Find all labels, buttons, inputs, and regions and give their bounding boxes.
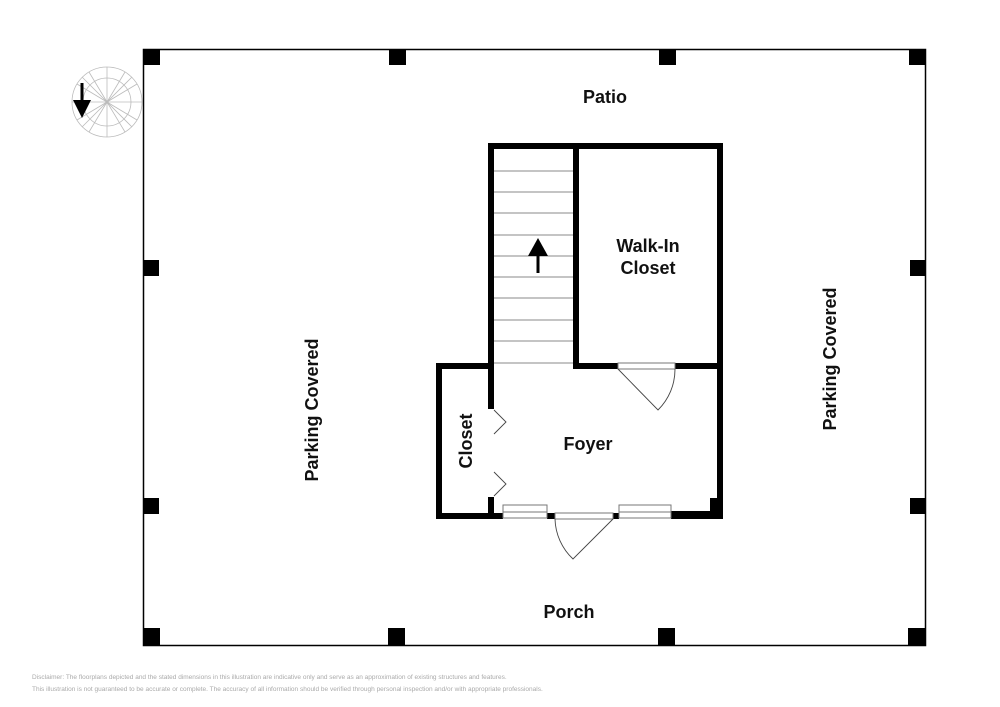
disclaimer-line-2: This illustration is not guaranteed to b… [32, 686, 543, 693]
room-label-walk-in-closet-1: Walk-In [616, 236, 679, 256]
stair-up-arrow-icon [528, 238, 548, 273]
doors [493, 368, 676, 560]
room-label-walk-in-closet-2: Closet [620, 258, 675, 278]
disclaimer-line-1: Disclaimer: The floorplans depicted and … [32, 674, 507, 681]
property-boundary [142, 48, 927, 647]
room-label-parking-right: Parking Covered [820, 287, 840, 430]
north-arrow-icon [73, 83, 91, 118]
compass-icon [71, 66, 143, 138]
room-label-parking-left: Parking Covered [302, 338, 322, 481]
posts [143, 49, 926, 645]
room-label-foyer: Foyer [563, 434, 612, 454]
windows [502, 362, 676, 520]
walls [436, 143, 723, 519]
room-label-porch: Porch [543, 602, 594, 622]
staircase [493, 170, 573, 364]
room-label-patio: Patio [583, 87, 627, 107]
room-label-closet: Closet [456, 413, 476, 468]
